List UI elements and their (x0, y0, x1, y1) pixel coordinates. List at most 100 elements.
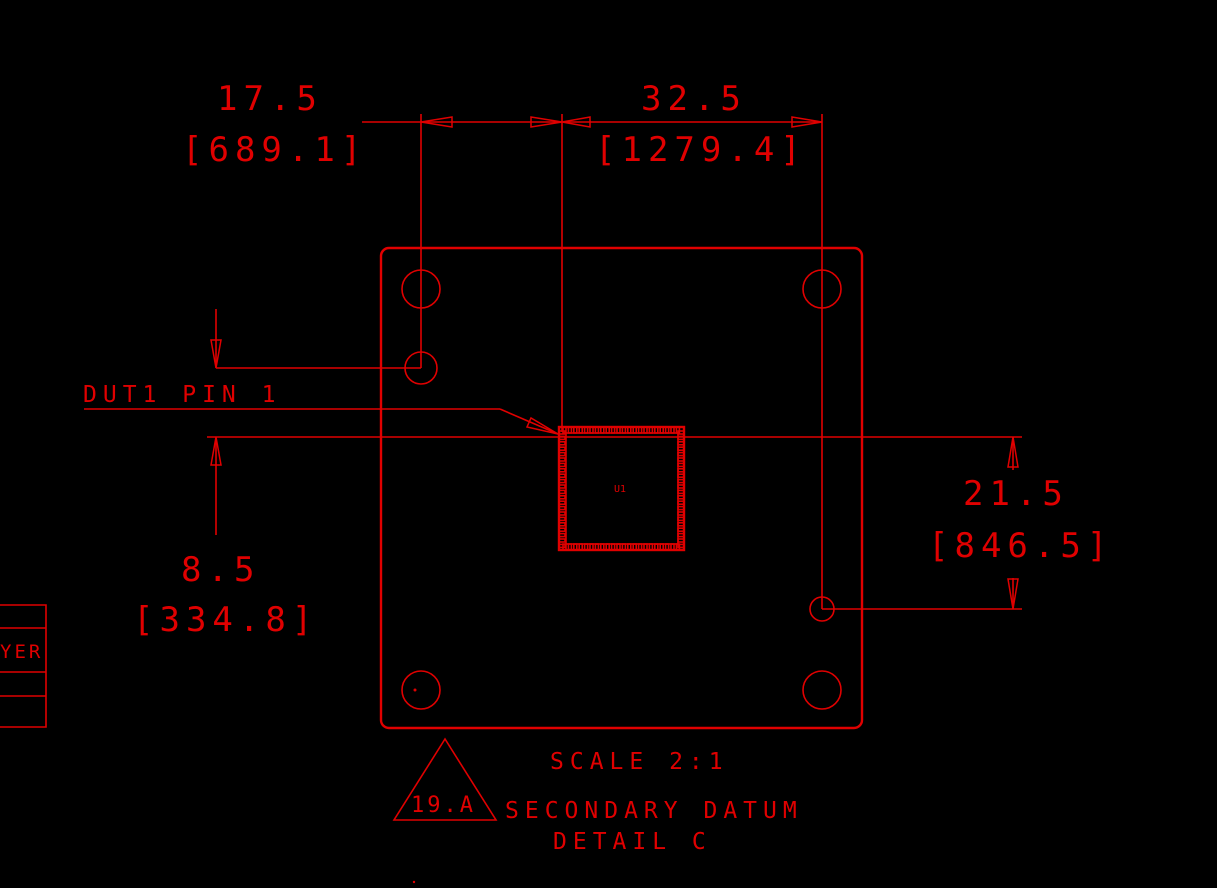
component-pad (578, 543, 584, 551)
dim-v-right-alt: [846.5] (928, 526, 1113, 566)
component-pad (677, 527, 685, 533)
component-pad (567, 426, 573, 434)
component-pad (632, 543, 638, 551)
dim-h-right-value: 32.5 (641, 79, 747, 119)
component-pad (677, 511, 685, 516)
detail-label: DETAIL C (553, 829, 712, 855)
component-pad (626, 426, 632, 434)
component-pad (677, 484, 685, 489)
component-pad (664, 426, 670, 434)
component-pad (675, 426, 681, 434)
component-pad (677, 457, 685, 462)
revision-flag-text: 19.A (411, 793, 476, 818)
dimension-horizontal: 17.5 [689.1] 32.5 [1279.4] (182, 79, 823, 609)
mounting-hole-bottom-right (802, 670, 842, 710)
component-pad (677, 446, 685, 452)
component-pad (558, 457, 566, 462)
component-pad (558, 505, 566, 511)
component-pad (677, 467, 685, 473)
dimension-vertical-right: 21.5 [846.5] (562, 436, 1113, 610)
component-pad (594, 426, 600, 434)
component-pad (659, 543, 665, 551)
component-pad (677, 538, 685, 543)
component-pad (653, 543, 659, 551)
component-pad (677, 451, 685, 457)
component-pad (594, 543, 600, 551)
component-pad (558, 527, 566, 533)
component-pad (670, 426, 675, 434)
component-pad (677, 462, 685, 468)
component-pad (558, 451, 566, 457)
dim-v-right-value: 21.5 (963, 474, 1069, 514)
dim-h-right-alt: [1279.4] (595, 130, 807, 170)
component-pad (589, 426, 594, 434)
component-pad (637, 426, 643, 434)
component-pad (589, 543, 594, 551)
component-pad (572, 426, 578, 434)
component-pad (578, 426, 584, 434)
component-pad (558, 440, 566, 446)
dim-h-left-value: 17.5 (217, 79, 323, 119)
component-pad (677, 440, 685, 446)
dimension-vertical-left: 8.5 [334.8] (133, 309, 562, 640)
callout-label: DUT1 PIN 1 (83, 382, 281, 408)
dim-v-left-value: 8.5 (181, 550, 260, 590)
component-pad (605, 543, 611, 551)
component-pad (643, 426, 648, 434)
component-pad (677, 516, 685, 522)
component-pad (610, 543, 616, 551)
component-pad (677, 500, 685, 506)
component-pad (558, 500, 566, 506)
revision-triangle (392, 737, 498, 821)
component-pad (558, 532, 566, 538)
component-pad (643, 543, 648, 551)
component-pad (567, 543, 573, 551)
component-pad (670, 543, 675, 551)
component-pad (677, 478, 685, 484)
component-pad (677, 473, 685, 479)
board-outline (379, 246, 864, 730)
component-pad (558, 478, 566, 484)
component-pad (558, 473, 566, 479)
component-pad (558, 489, 566, 495)
component-pad (558, 538, 566, 543)
component-pad (677, 521, 685, 527)
component-pad (610, 426, 616, 434)
scale-note: SCALE 2:1 (550, 749, 729, 775)
mounting-hole-bottom-left (401, 670, 441, 710)
component-pad (626, 543, 632, 551)
revision-flag: 19.A (392, 737, 498, 821)
component-pad (583, 543, 589, 551)
component-pad (648, 543, 654, 551)
component-pad (677, 532, 685, 538)
component-pad (558, 446, 566, 452)
component-pad (558, 521, 566, 527)
title-block-text: YER (0, 641, 43, 663)
component-pad (637, 543, 643, 551)
component-pad (659, 426, 665, 434)
drawing-notes: SCALE 2:1 SECONDARY DATUM DETAIL C (505, 749, 797, 855)
component-pad (599, 426, 605, 434)
component-pad (558, 494, 566, 500)
dim-h-left-alt: [689.1] (182, 130, 367, 170)
component-pad (664, 543, 670, 551)
component-pad (616, 426, 621, 434)
title-block-fragment: YER (0, 604, 47, 728)
component-pad (677, 543, 685, 549)
dim-v-left-alt: [334.8] (133, 600, 318, 640)
pin1-callout: DUT1 PIN 1 (83, 382, 559, 435)
component-pad (558, 462, 566, 468)
component-pad (605, 426, 611, 434)
component-pad (599, 543, 605, 551)
component-pads (558, 426, 685, 551)
component-designator: U1 (614, 484, 626, 495)
component-pad (616, 543, 621, 551)
component-pad (677, 494, 685, 500)
component-pad (572, 543, 578, 551)
component-pad (558, 516, 566, 522)
component-pad (558, 511, 566, 516)
component-pad (558, 484, 566, 489)
component-pad (677, 505, 685, 511)
component-pad (558, 543, 566, 549)
